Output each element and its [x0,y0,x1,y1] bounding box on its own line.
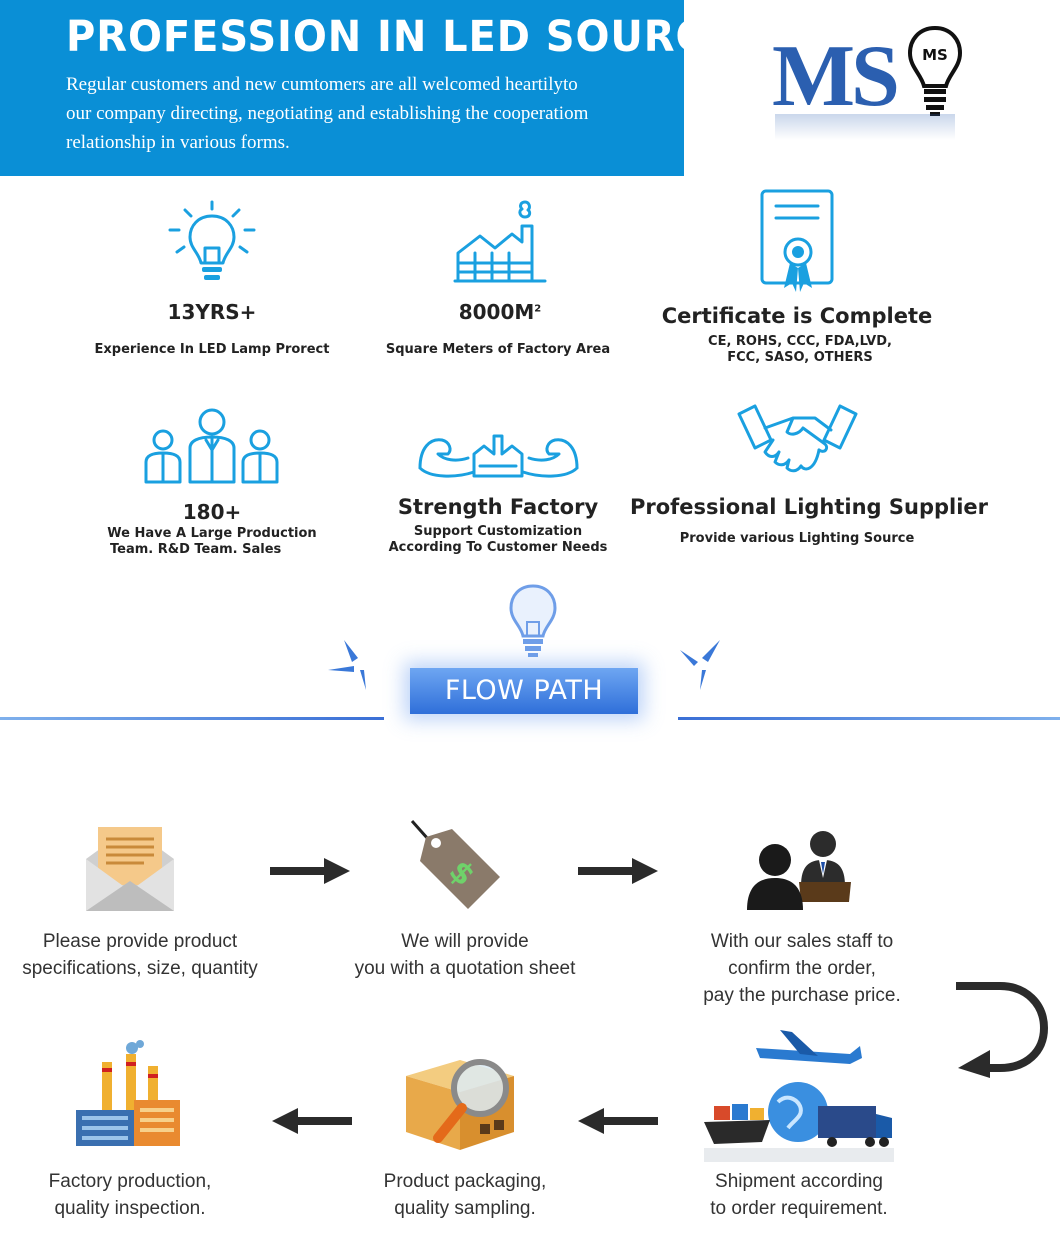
flow-step-5-text: Product packaging, quality sampling. [340,1168,590,1222]
stat-supplier-desc: Provide various Lighting Source [679,531,915,546]
return-arrow-icon [956,982,1049,1078]
stat-team-desc-2: Team. R&D Team. Sales [110,542,282,557]
flow-step-4-line-2: to order requirement. [710,1198,888,1219]
flow-step-1-text: Please provide product specifications, s… [8,928,272,982]
arrow-right-icon [270,858,350,884]
handshake-icon [737,404,858,473]
factory-icon [453,200,547,283]
logo-text: MS [772,28,900,125]
lightbulb-icon [168,200,256,280]
flow-step-2-line-1: We will provide [401,931,529,952]
sparkle-left-icon [328,640,366,690]
header-banner [0,0,684,176]
logo-bulb-text: MS [922,46,948,64]
flow-step-4-line-1: Shipment according [715,1171,883,1192]
stat-supplier-title: Professional Lighting Supplier [630,495,989,519]
flow-step-6-line-1: Factory production, [48,1171,212,1192]
flow-step-6-text: Factory production, quality inspection. [10,1168,250,1222]
stat-strength-desc-1: Support Customization [413,524,583,539]
sales-staff-icon [747,831,851,910]
arrow-left-icon [272,1108,352,1134]
company-logo: MS MS [765,18,975,148]
stat-area-value: 8000M2 [398,300,602,324]
flow-path-title: FLOW PATH [444,675,604,706]
flow-path-badge [410,668,638,714]
certificate-icon [760,189,834,292]
stat-certificate-desc-2: FCC, SASO, OTHERS [727,350,873,365]
stat-team-desc-1: We Have A Large Production [107,526,317,541]
flow-step-3-line-2: confirm the order, [728,958,876,979]
stat-area-desc: Square Meters of Factory Area [385,342,611,357]
flow-step-3-line-3: pay the purchase price. [703,985,901,1006]
stat-strength-desc-2: According To Customer Needs [388,540,608,555]
stat-area-superscript: 2 [534,303,542,315]
stat-team-value: 180+ [182,500,242,524]
flow-step-3-line-1: With our sales staff to [710,931,894,952]
strength-factory-icon [418,434,579,478]
flow-step-2-line-2: you with a quotation sheet [354,958,576,979]
flow-step-5-line-2: quality sampling. [394,1198,536,1219]
shipment-icon [704,1030,894,1162]
flow-step-6-line-2: quality inspection. [54,1198,206,1219]
arrow-left-icon-2 [578,1108,658,1134]
flow-step-4-text: Shipment according to order requirement. [680,1168,918,1222]
banner-text: Regular customers and new cumtomers are … [66,74,589,153]
arrow-right-icon-2 [578,858,658,884]
logo-reflection [775,114,955,140]
packaging-icon [406,1059,514,1150]
stat-strength-title: Strength Factory [397,495,599,519]
flow-step-5-line-1: Product packaging, [383,1171,547,1192]
stat-certificate-title: Certificate is Complete [661,304,933,328]
flow-line-right [678,717,1060,720]
banner-title: PROFESSION IN LED SOURCE [66,12,735,62]
team-icon [144,408,279,484]
flow-step-2-text: We will provide you with a quotation she… [330,928,600,982]
envelope-icon [86,827,174,911]
logo-bulb-icon: MS [907,25,963,116]
flow-line-left [0,717,384,720]
stat-years-desc: Experience In LED Lamp Prorect [94,342,330,357]
sparkle-right-icon [680,640,720,690]
stat-years-value: 13YRS+ [167,300,257,324]
stat-certificate-desc-1: CE, ROHS, CCC, FDA,LVD, [708,334,892,349]
flow-step-3-text: With our sales staff to confirm the orde… [670,928,934,1009]
price-tag-icon: $ [410,820,500,909]
flow-step-1-line-1: Please provide product [42,931,238,952]
stat-area-number: 8000M [458,300,535,324]
factory-production-icon [76,1040,180,1146]
flow-bulb-icon [509,584,557,657]
flow-step-1-line-2: specifications, size, quantity [22,958,258,979]
